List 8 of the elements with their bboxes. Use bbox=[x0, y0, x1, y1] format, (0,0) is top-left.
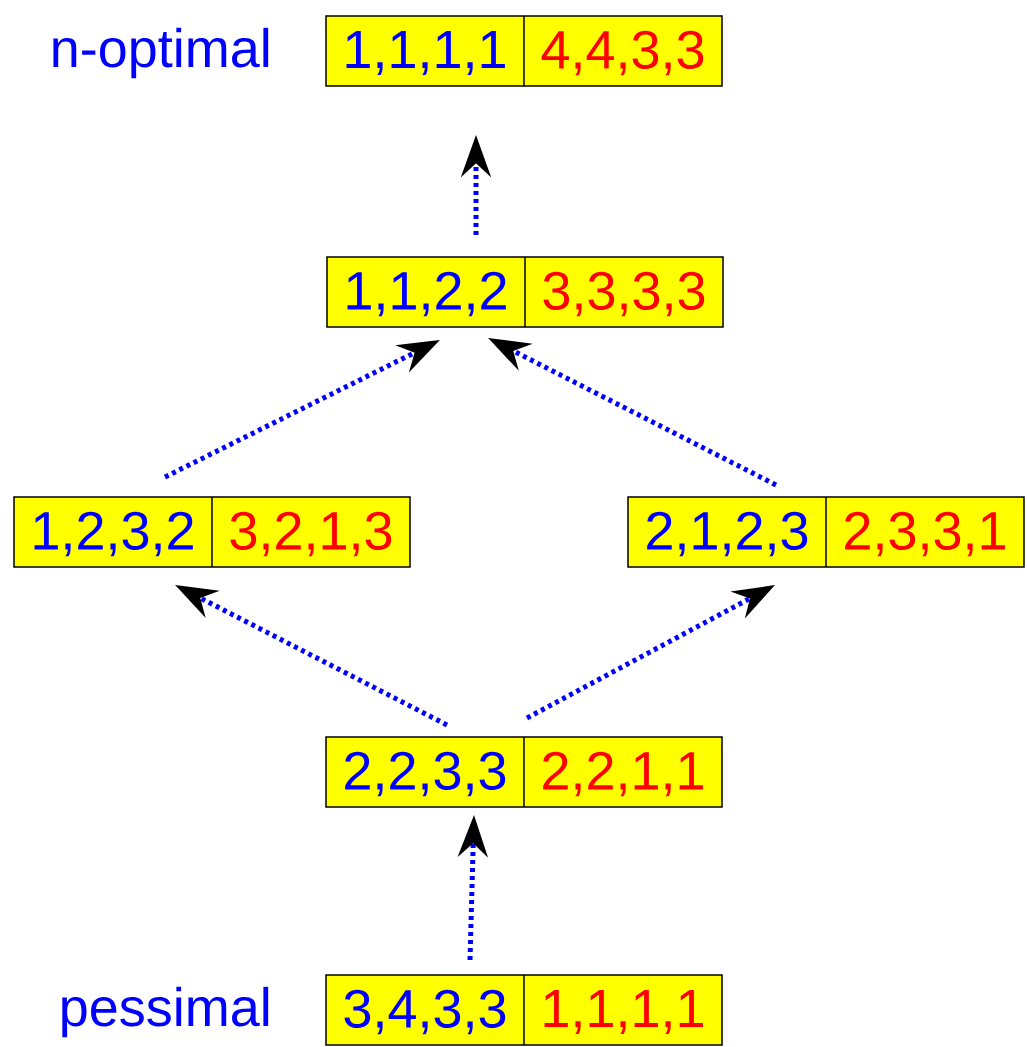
split-box: 1,2,3,2 3,2,1,3 bbox=[13, 496, 411, 568]
split-box: 2,2,3,3 2,2,1,1 bbox=[325, 736, 723, 808]
side-label: n-optimal bbox=[53, 27, 269, 79]
split-box: 1,1,1,1 4,4,3,3 bbox=[325, 15, 723, 87]
split-box: 1,1,2,2 3,3,3,3 bbox=[326, 256, 724, 328]
split-box: 2,1,2,3 2,3,3,1 bbox=[627, 496, 1025, 568]
side-label: pessimal bbox=[62, 986, 269, 1038]
split-box: 3,4,3,3 1,1,1,1 bbox=[325, 974, 723, 1046]
